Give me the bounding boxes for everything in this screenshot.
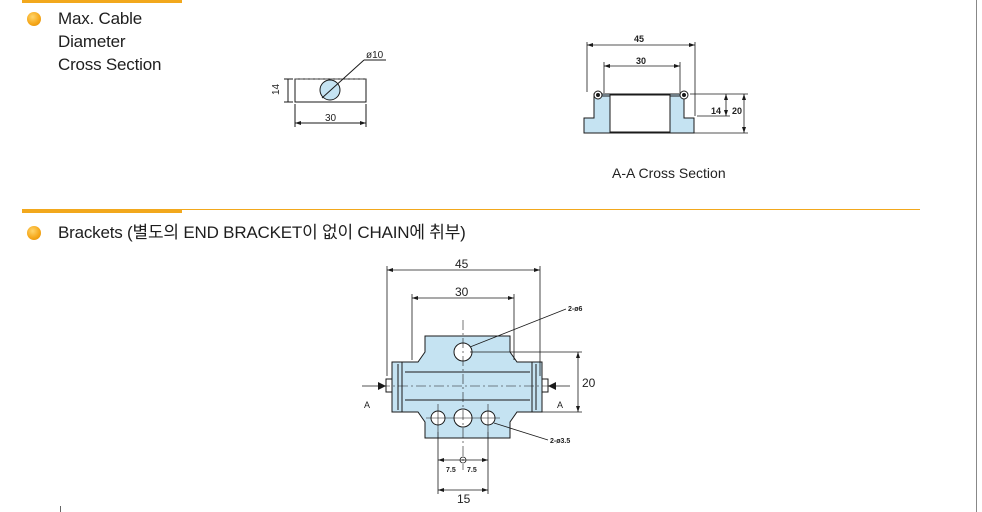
section2-accent-bar <box>22 209 182 213</box>
section2-heading: Brackets (별도의 END BRACKET이 없이 CHAIN에 취부) <box>58 223 466 242</box>
bracket-flange-left <box>391 361 403 413</box>
top-accent-bar <box>22 0 182 3</box>
section-mark-right: A <box>557 400 563 410</box>
bracket-hole-callout-bottom: 2-ø3.5 <box>550 438 570 445</box>
aa-caption: A-A Cross Section <box>612 165 726 181</box>
bracket-spacing-label: 15 <box>457 492 471 506</box>
cable-diameter-label: ø10 <box>366 50 384 61</box>
bracket-tab-right <box>541 378 549 393</box>
section-arrow-right-icon <box>548 382 556 390</box>
section-mark-left: A <box>364 400 370 410</box>
bracket-hole-callout-top: 2-ø6 <box>568 306 583 313</box>
cable-width-label: 30 <box>325 113 337 124</box>
section1-heading-line3: Cross Section <box>58 55 162 74</box>
bracket-flange-right <box>531 361 543 413</box>
aa-cavity <box>609 94 671 133</box>
aa-inner-width-label: 30 <box>636 56 646 66</box>
aa-outer-height-label: 20 <box>732 106 742 116</box>
section2-divider <box>22 209 920 210</box>
section2-bullet-icon <box>27 226 41 240</box>
bracket-height-label: 20 <box>582 376 596 390</box>
section1-bullet-icon <box>27 12 41 26</box>
section1-heading-line1: Max. Cable <box>58 9 142 28</box>
bracket-tab-left <box>385 378 393 393</box>
section1-heading-line2: Diameter <box>58 32 126 51</box>
bracket-inner-width-label: 30 <box>455 285 469 299</box>
right-border-rule <box>976 0 977 512</box>
section1-heading: Max. Cable Diameter Cross Section <box>58 7 161 76</box>
section-arrow-left-icon <box>378 382 386 390</box>
aa-inner-height-label: 14 <box>711 106 721 116</box>
aa-outer-width-label: 45 <box>634 34 644 44</box>
bracket-outer-width-label: 45 <box>455 257 469 271</box>
bracket-half-spacing-left: 7.5 <box>446 467 456 474</box>
page-edge-mark <box>60 506 61 512</box>
bracket-half-spacing-right: 7.5 <box>467 467 477 474</box>
cable-height-label: 14 <box>271 83 282 95</box>
